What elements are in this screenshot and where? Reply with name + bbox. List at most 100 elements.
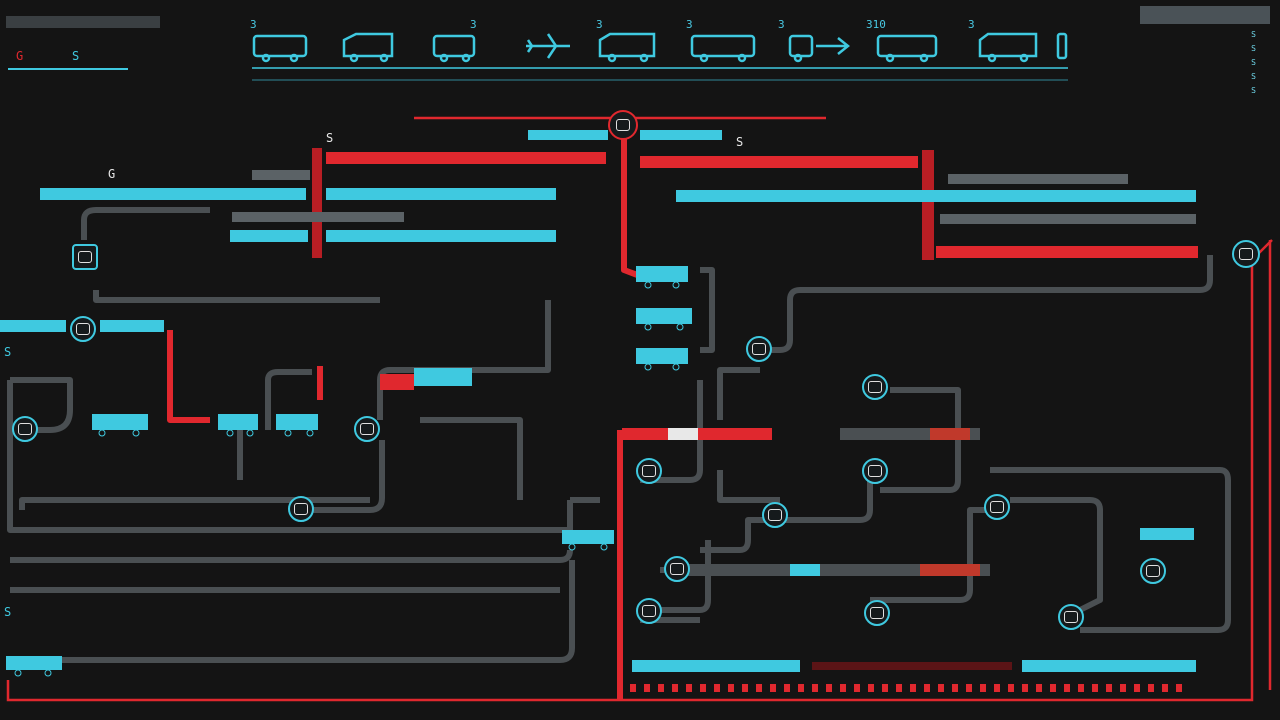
truck-icon[interactable] bbox=[92, 414, 148, 437]
priority-bar-left[interactable] bbox=[326, 152, 606, 164]
hub-icon bbox=[1064, 611, 1078, 623]
hub-node[interactable] bbox=[862, 374, 888, 400]
hub-icon bbox=[990, 501, 1004, 513]
fleet-code-5: 3 bbox=[778, 18, 785, 31]
convoy[interactable] bbox=[680, 564, 990, 576]
hub-node[interactable] bbox=[12, 416, 38, 442]
truck-icon[interactable] bbox=[342, 32, 394, 63]
data-bar[interactable] bbox=[40, 188, 306, 200]
hub-icon bbox=[870, 607, 884, 619]
info-bar bbox=[948, 174, 1128, 184]
data-bar[interactable] bbox=[528, 130, 608, 140]
fleet-code-1: 3 bbox=[250, 18, 257, 31]
truck-icon[interactable] bbox=[690, 34, 756, 63]
hub-node[interactable] bbox=[636, 458, 662, 484]
route-lines-left bbox=[7, 207, 600, 663]
hub-icon bbox=[78, 251, 92, 263]
info-bar bbox=[940, 214, 1196, 224]
truck-icon[interactable] bbox=[218, 414, 258, 437]
hub-node[interactable] bbox=[288, 496, 314, 522]
hub-node[interactable] bbox=[70, 316, 96, 342]
hub-node[interactable] bbox=[864, 600, 890, 626]
hub-icon bbox=[360, 423, 374, 435]
truck-icon[interactable] bbox=[432, 34, 476, 63]
truck-icon[interactable] bbox=[636, 266, 688, 289]
hub-node[interactable] bbox=[1232, 240, 1260, 268]
status-row-alert[interactable] bbox=[812, 662, 1012, 670]
hub-node[interactable] bbox=[1058, 604, 1084, 630]
plane-icon[interactable] bbox=[526, 33, 570, 59]
hub-icon bbox=[294, 503, 308, 515]
hub-node[interactable] bbox=[862, 458, 888, 484]
hub-node[interactable] bbox=[762, 502, 788, 528]
hub-node[interactable] bbox=[354, 416, 380, 442]
truck-icon[interactable] bbox=[252, 34, 308, 63]
section-code: S bbox=[4, 345, 12, 359]
route-lines-priority bbox=[167, 138, 642, 700]
hub-icon bbox=[868, 381, 882, 393]
data-bar[interactable] bbox=[326, 230, 556, 242]
route-lines-right bbox=[640, 255, 1231, 633]
fleet-code-7: 3 bbox=[968, 18, 975, 31]
hub-node-main[interactable] bbox=[608, 110, 638, 140]
hub-node[interactable] bbox=[72, 244, 98, 270]
truck-icon[interactable] bbox=[636, 308, 692, 331]
hub-node[interactable] bbox=[984, 494, 1010, 520]
hub-icon bbox=[1146, 565, 1160, 577]
panel-header bbox=[1140, 6, 1270, 24]
truck-icon[interactable] bbox=[562, 530, 614, 551]
convoy[interactable] bbox=[668, 428, 980, 440]
hub-node[interactable] bbox=[664, 556, 690, 582]
status-row[interactable] bbox=[1022, 660, 1196, 672]
truck-icon[interactable] bbox=[276, 414, 318, 437]
hub-node[interactable] bbox=[1140, 558, 1166, 584]
fleet-code-4: 3 bbox=[686, 18, 693, 31]
panel-row: S bbox=[1251, 30, 1256, 39]
data-bar[interactable] bbox=[1140, 528, 1194, 540]
fleet-code-6: 310 bbox=[866, 18, 886, 31]
panel-row: S bbox=[1251, 86, 1256, 95]
fleet-code-3: 3 bbox=[596, 18, 603, 31]
truck-icon[interactable] bbox=[598, 32, 656, 63]
truck-icon[interactable] bbox=[876, 34, 938, 63]
priority-bar-right[interactable] bbox=[640, 156, 918, 168]
info-bar bbox=[252, 170, 310, 180]
hub-icon bbox=[1239, 248, 1253, 260]
truck-icon[interactable] bbox=[978, 32, 1068, 63]
hub-icon bbox=[752, 343, 766, 355]
panel-row: S bbox=[1251, 58, 1256, 67]
hub-icon bbox=[670, 563, 684, 575]
data-bar[interactable] bbox=[100, 320, 164, 332]
data-bar[interactable] bbox=[676, 190, 1196, 202]
data-bar[interactable] bbox=[230, 230, 308, 242]
truck-icon[interactable] bbox=[380, 368, 472, 390]
status-row[interactable] bbox=[632, 660, 800, 672]
hub-icon bbox=[18, 423, 32, 435]
priority-bar-far-right[interactable] bbox=[936, 246, 1198, 258]
hub-icon bbox=[616, 119, 630, 131]
hub-icon bbox=[768, 509, 782, 521]
data-bar[interactable] bbox=[0, 320, 66, 332]
section-code: S bbox=[4, 605, 12, 619]
legend-code-b: S bbox=[72, 49, 80, 63]
hub-icon bbox=[642, 605, 656, 617]
section-code: G bbox=[108, 167, 116, 181]
hub-node[interactable] bbox=[746, 336, 772, 362]
truck-icon[interactable] bbox=[6, 656, 62, 677]
panel-row: S bbox=[1251, 44, 1256, 53]
data-bar[interactable] bbox=[326, 188, 556, 200]
priority-column-right bbox=[922, 150, 934, 260]
truck-icon[interactable] bbox=[636, 348, 688, 371]
fleet-code-2: 3 bbox=[470, 18, 477, 31]
priority-column-left bbox=[312, 148, 322, 258]
hub-node[interactable] bbox=[636, 598, 662, 624]
section-code: S bbox=[736, 135, 744, 149]
truck-arrow-icon[interactable] bbox=[788, 34, 851, 63]
data-bar[interactable] bbox=[640, 130, 722, 140]
info-bar bbox=[232, 212, 404, 222]
hub-icon bbox=[868, 465, 882, 477]
